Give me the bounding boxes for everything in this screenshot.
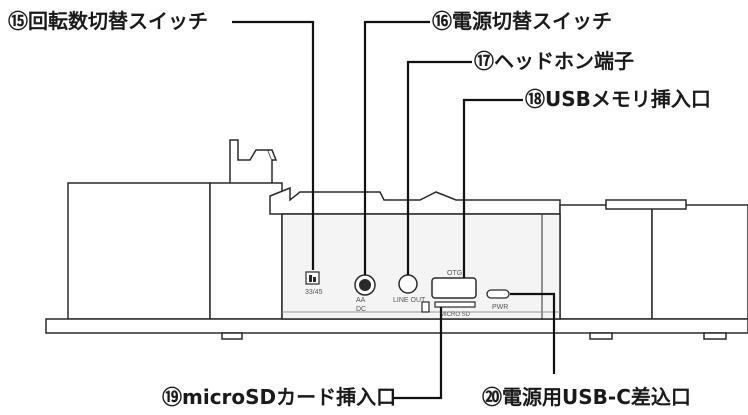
callout-usbc-power: ⑳電源用USB-C差込口	[482, 385, 691, 409]
callout-headphone-jack: ⑰ヘッドホン端子	[474, 49, 634, 73]
usbc-power-port: PWR	[486, 289, 510, 311]
leader-15	[232, 20, 315, 270]
callout-power-switch: ⑯電源切替スイッチ	[432, 9, 612, 33]
usb-otg-port: OTG	[431, 270, 477, 299]
micro-sd-label: MICRO SD	[440, 312, 471, 318]
microsd-slot: MICRO SD	[421, 301, 476, 318]
leader-19	[393, 307, 443, 400]
callout-speed-switch: ⑮回転数切替スイッチ	[8, 9, 208, 33]
leader-17	[406, 60, 472, 275]
callout-microsd: ⑲microSDカード挿入口	[162, 385, 397, 409]
speed-switch: 33/45	[305, 271, 323, 296]
turntable-body	[45, 182, 748, 340]
power-dc-label: DC	[356, 306, 366, 313]
line-out-label: LINE OUT	[393, 297, 426, 304]
leader-18	[462, 98, 523, 278]
leader-20	[510, 292, 556, 374]
leader-lines	[232, 20, 556, 400]
rear-panel	[281, 213, 561, 320]
power-ac-label: AA	[356, 297, 366, 304]
leader-16	[363, 20, 430, 275]
speed-switch-label: 33/45	[305, 289, 323, 296]
callout-usb-memory: ⑱USBメモリ挿入口	[525, 87, 711, 111]
pwr-label: PWR	[492, 304, 508, 311]
otg-label: OTG	[447, 270, 462, 277]
